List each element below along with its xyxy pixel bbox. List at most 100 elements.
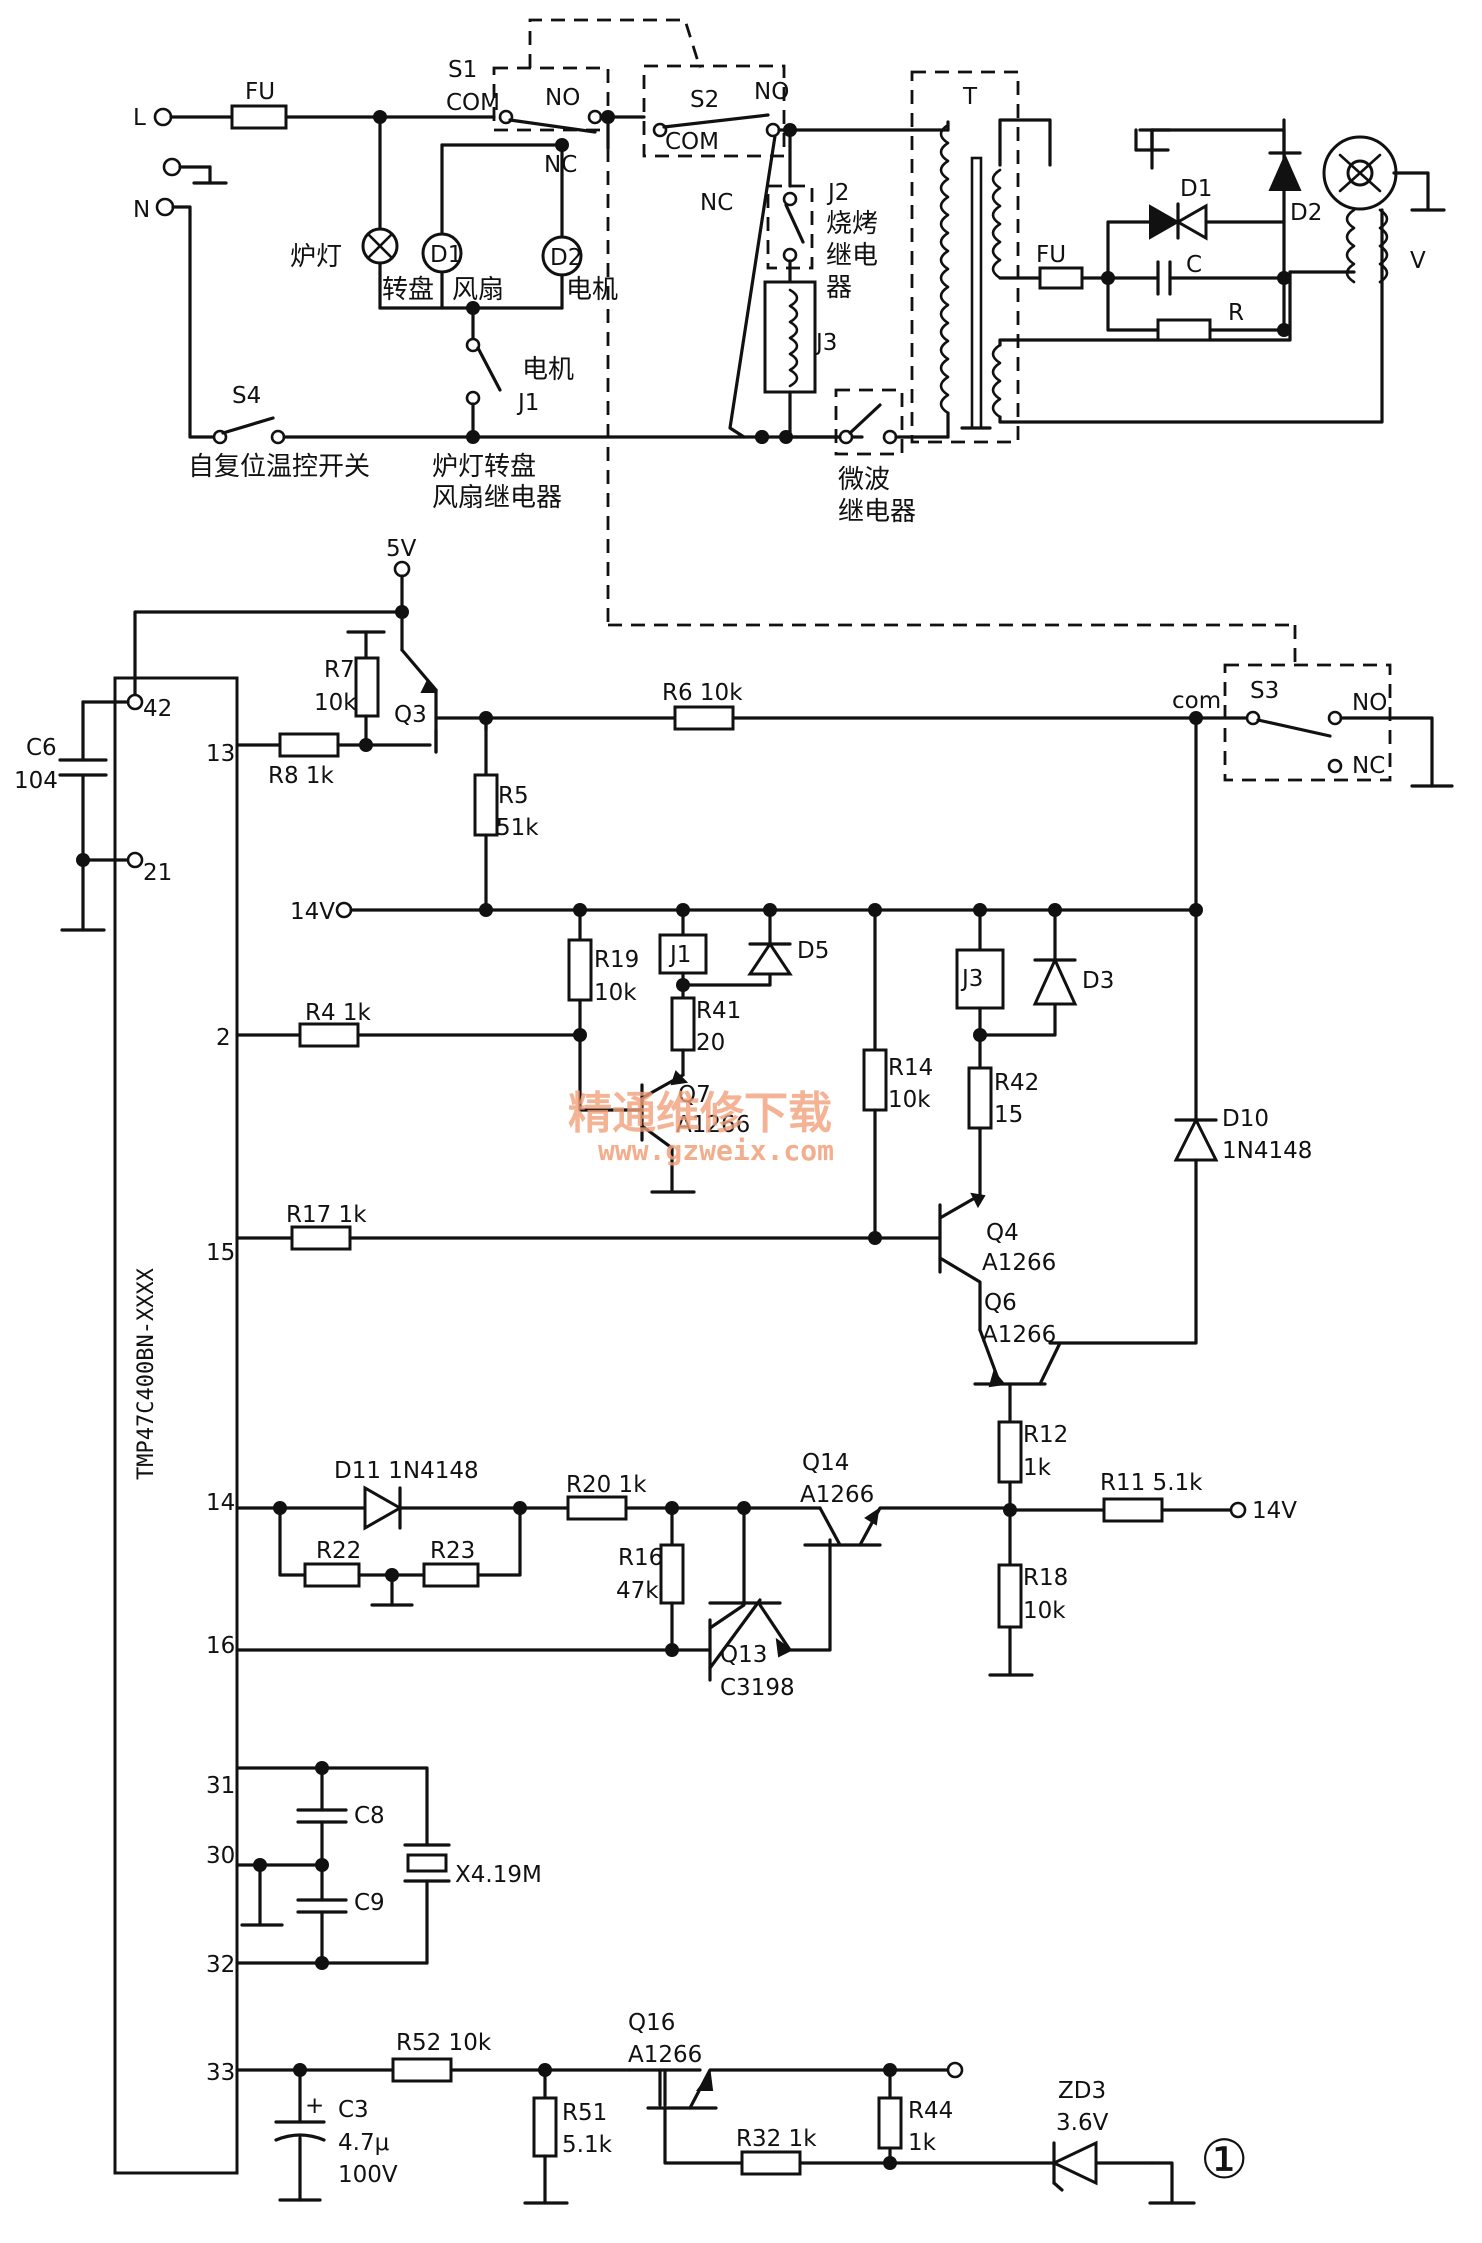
j2-desc-2: 继电 [826, 241, 878, 271]
supply-5v: 5V C6 104 [14, 536, 417, 932]
s1-com: COM [446, 90, 500, 116]
r5-value: 51k [496, 815, 539, 841]
d10-label: D10 [1222, 1106, 1269, 1132]
r18-resistor [997, 1563, 1023, 1629]
j3-coil-box [955, 948, 1005, 1010]
r42-value: 15 [994, 1102, 1023, 1128]
r44-label: R44 [908, 2098, 953, 2124]
q14-label: Q14 [802, 1450, 849, 1476]
r16-label: R16 [618, 1545, 663, 1571]
r4-label: R4 1k [305, 1000, 372, 1026]
s3-com: com [1172, 688, 1221, 714]
q4-value: A1266 [982, 1250, 1056, 1276]
r20-resistor [566, 1495, 628, 1521]
transformer-outline [910, 70, 1020, 444]
r6-resistor [673, 705, 735, 731]
pin-42: 42 [143, 696, 172, 722]
r51-resistor [532, 2096, 558, 2158]
mw-relay-desc-1: 微波 [838, 465, 890, 495]
figure-number: ① [1200, 2128, 1248, 2191]
r42-label: R42 [994, 1070, 1039, 1096]
j2-desc-3: 器 [826, 273, 852, 303]
hv-d2-label: D2 [1290, 200, 1322, 226]
r14-value: 10k [888, 1087, 931, 1113]
fan-label: 风扇 [452, 275, 504, 305]
r16-resistor [659, 1543, 685, 1605]
r23-label: R23 [430, 1538, 475, 1564]
j3-label: J3 [814, 330, 837, 356]
pin-2: 2 [216, 1025, 231, 1051]
s1-label: S1 [448, 57, 477, 83]
r18-label: R18 [1023, 1565, 1068, 1591]
s3-no: NO [1352, 690, 1387, 716]
r19-value: 10k [594, 980, 637, 1006]
c6-label: C6 [26, 735, 57, 761]
hv-fu-label: FU [1036, 242, 1066, 268]
hv-c-label: C [1186, 252, 1202, 278]
q16-label: Q16 [628, 2010, 675, 2036]
d1-motor-label: D1 [430, 242, 462, 268]
q6-value: A1266 [982, 1322, 1056, 1348]
watermark-cn: 精通维修下载 [568, 1088, 832, 1139]
fuse-label: FU [245, 79, 275, 105]
pin-15: 15 [206, 1240, 235, 1266]
r12-resistor [997, 1420, 1023, 1484]
c6-value: 104 [14, 768, 58, 794]
r32-resistor [740, 2150, 802, 2176]
v5-label: 5V [386, 536, 417, 562]
v14-label: 14V [290, 899, 335, 925]
pin-13: 13 [206, 741, 235, 767]
r51-value: 5.1k [562, 2132, 613, 2158]
q7-label: Q7 [678, 1082, 711, 1108]
zd3-value: 3.6V [1056, 2110, 1109, 2136]
r4-resistor [298, 1022, 360, 1048]
j1-coil-box [658, 933, 708, 975]
detect-circuit: D11 1N4148 R22 R23 R20 1k R16 47k Q13 C3 [235, 1450, 1012, 1701]
pin-21: 21 [143, 860, 172, 886]
r52-label: R52 10k [396, 2030, 492, 2056]
q6-label: Q6 [984, 1290, 1017, 1316]
c8-label: C8 [354, 1803, 385, 1829]
motor-label: 电机 [566, 275, 618, 305]
hv-v-label: V [1410, 248, 1426, 274]
r41-resistor [670, 996, 696, 1052]
reset-circuit: + C3 4.7μ 100V R52 10k R51 5.1k Q16 A126… [235, 2010, 1196, 2205]
rail-14v: 14V [290, 716, 1203, 925]
r42-resistor [967, 1066, 993, 1130]
j1-desc-1: 炉灯转盘 [432, 452, 536, 482]
r22-resistor [303, 1562, 361, 1588]
hv-resistor [1156, 318, 1212, 342]
r41-value: 20 [696, 1030, 725, 1056]
c9-label: C9 [354, 1890, 385, 1916]
j1-motor-label: 电机 [522, 355, 574, 385]
s4-label: S4 [232, 383, 261, 409]
d11-label: D11 1N4148 [334, 1458, 479, 1484]
hv-d1-label: D1 [1180, 176, 1212, 202]
j1-desc-2: 风扇继电器 [432, 483, 562, 513]
mcu-ic: TMP47C400BN-XXXX 42 21 13 2 15 14 16 31 … [113, 676, 239, 2175]
ic-name: TMP47C400BN-XXXX [134, 1267, 159, 1480]
s3-nc: NC [1352, 753, 1385, 779]
r11-resistor [1102, 1497, 1164, 1523]
v14b-label: 14V [1252, 1498, 1297, 1524]
d5-label: D5 [797, 938, 829, 964]
s3-switch: S3 NO NC [1198, 663, 1454, 788]
door-switches: S1 COM NO NC S2 COM NO NC [446, 18, 1297, 665]
pin-16: 16 [206, 1633, 235, 1659]
q7-value: A1266 [676, 1112, 750, 1138]
s1-nc: NC [544, 152, 577, 178]
r23-resistor [422, 1562, 480, 1588]
j2-label: J2 [826, 180, 849, 206]
transformer-label: T [962, 84, 978, 110]
zd3-label: ZD3 [1058, 2078, 1106, 2104]
r7-resistor [354, 656, 380, 718]
l-terminal [153, 107, 173, 127]
r51-label: R51 [562, 2100, 607, 2126]
j3-driver: R14 10k R17 1k Q4 A1266 J3 D3 R42 15 D [235, 908, 1312, 1677]
r18-value: 10k [1023, 1598, 1066, 1624]
r8-resistor [278, 732, 340, 758]
ground-terminal [162, 157, 182, 177]
c3-label: C3 [338, 2097, 369, 2123]
r7-value: 10k [314, 690, 357, 716]
